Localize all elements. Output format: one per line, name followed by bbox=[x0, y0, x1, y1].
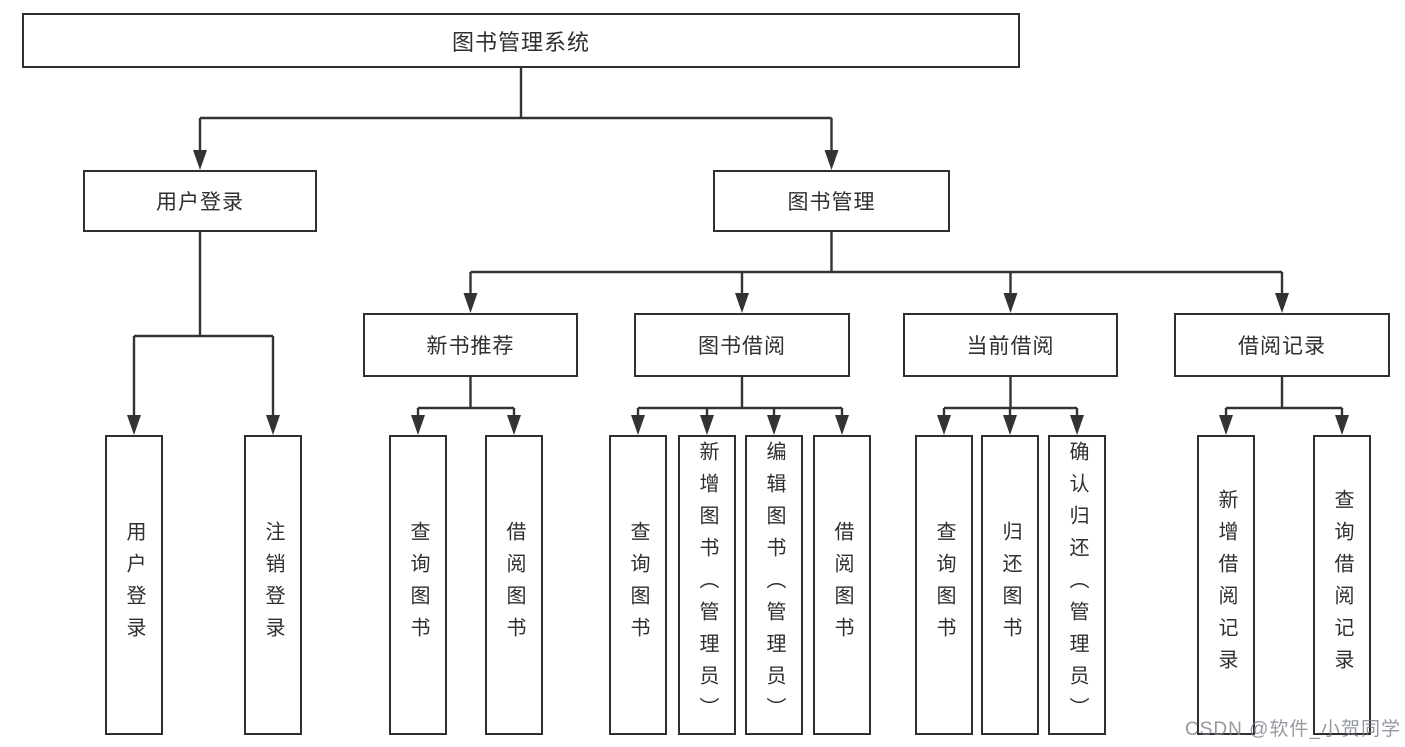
leaf-user-login: 用户登录 bbox=[105, 435, 163, 735]
leaf-borrow-book-recommend: 借阅图书 bbox=[485, 435, 543, 735]
leaf-add-book-admin-label: 新增图书（管理员） bbox=[696, 441, 718, 729]
node-root-label: 图书管理系统 bbox=[451, 29, 590, 55]
leaf-query-borrow-record: 查询借阅记录 bbox=[1313, 435, 1371, 735]
leaf-query-book-current-label: 查询图书 bbox=[933, 521, 955, 649]
node-book-borrow: 图书借阅 bbox=[634, 313, 850, 377]
leaf-confirm-return-admin: 确认归还（管理员） bbox=[1048, 435, 1106, 735]
node-new-book-recommend: 新书推荐 bbox=[363, 313, 578, 377]
leaf-add-borrow-record-label: 新增借阅记录 bbox=[1215, 489, 1237, 681]
leaf-query-book-recommend: 查询图书 bbox=[389, 435, 447, 735]
leaf-return-book-label: 归还图书 bbox=[999, 521, 1021, 649]
leaf-borrow-book: 借阅图书 bbox=[813, 435, 871, 735]
node-book-management: 图书管理 bbox=[713, 170, 950, 232]
leaf-edit-book-admin-label: 编辑图书（管理员） bbox=[763, 441, 785, 729]
leaf-confirm-return-admin-label: 确认归还（管理员） bbox=[1066, 441, 1088, 729]
node-new-book-recommend-label: 新书推荐 bbox=[426, 335, 515, 358]
node-book-borrow-label: 图书借阅 bbox=[698, 335, 786, 358]
leaf-user-login-label: 用户登录 bbox=[123, 521, 145, 649]
leaf-add-book-admin: 新增图书（管理员） bbox=[678, 435, 736, 735]
node-borrow-record: 借阅记录 bbox=[1174, 313, 1390, 377]
leaf-logout: 注销登录 bbox=[244, 435, 302, 735]
leaf-query-book-borrow-label: 查询图书 bbox=[627, 521, 649, 649]
leaf-edit-book-admin: 编辑图书（管理员） bbox=[745, 435, 803, 735]
node-borrow-record-label: 借阅记录 bbox=[1238, 335, 1326, 358]
node-user-login-label: 用户登录 bbox=[156, 191, 244, 214]
leaf-query-book-borrow: 查询图书 bbox=[609, 435, 667, 735]
leaf-query-book-current: 查询图书 bbox=[915, 435, 973, 735]
leaf-add-borrow-record: 新增借阅记录 bbox=[1197, 435, 1255, 735]
leaf-query-borrow-record-label: 查询借阅记录 bbox=[1331, 489, 1353, 681]
leaf-logout-label: 注销登录 bbox=[262, 521, 284, 649]
node-book-management-label: 图书管理 bbox=[787, 191, 876, 214]
csdn-watermark: CSDN @软件_小贺同学 bbox=[1185, 719, 1401, 740]
node-root: 图书管理系统 bbox=[22, 13, 1020, 68]
leaf-borrow-book-recommend-label: 借阅图书 bbox=[503, 521, 525, 649]
leaf-query-book-recommend-label: 查询图书 bbox=[407, 521, 429, 649]
leaf-return-book: 归还图书 bbox=[981, 435, 1039, 735]
node-current-borrow-label: 当前借阅 bbox=[966, 335, 1055, 358]
node-user-login: 用户登录 bbox=[83, 170, 317, 232]
node-current-borrow: 当前借阅 bbox=[903, 313, 1118, 377]
leaf-borrow-book-label: 借阅图书 bbox=[831, 521, 853, 649]
